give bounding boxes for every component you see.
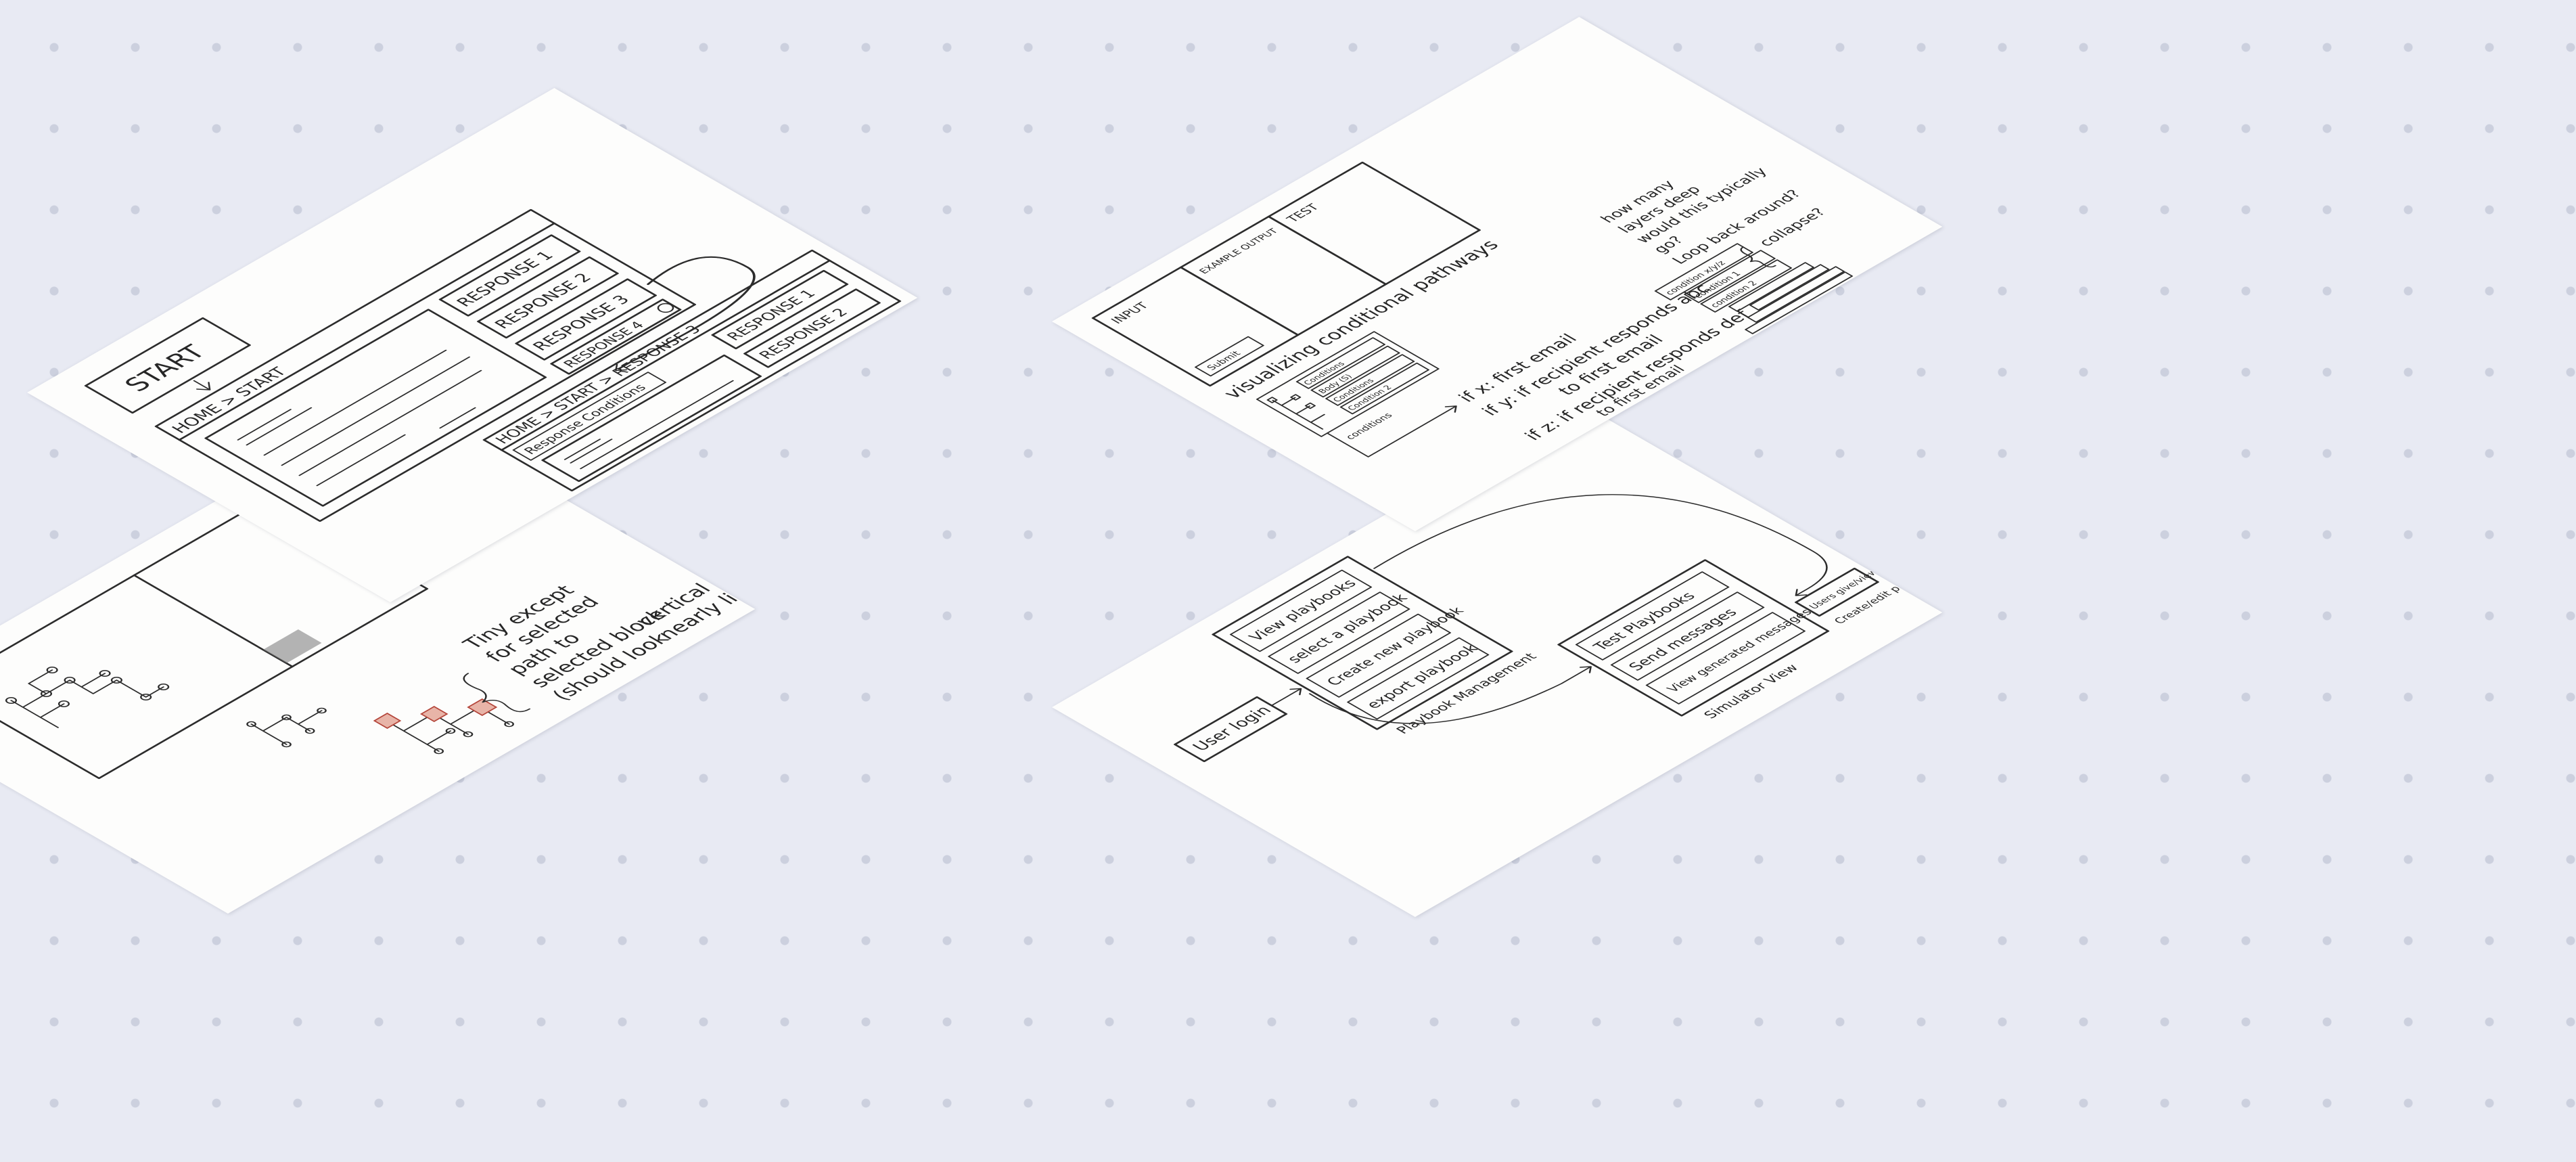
conditional-pathways-title: visualizing conditional pathways [1218,237,1504,402]
small-tree-icon [246,694,340,748]
selected-path-note: Tiny except for selected path to selecte… [457,520,755,705]
highlighted-path-tree-icon [374,679,520,763]
start-label: START [118,341,212,396]
sketch-sheet-response-flow: START HOME > START RESPONSE 1 RESPONSE 2… [27,88,917,602]
svg-text:Users give/view/edit: Users give/view/edit [1807,557,1900,610]
mini-condition-panel [1257,332,1438,437]
response-flow-drawing: START HOME > START RESPONSE 1 RESPONSE 2… [27,88,917,602]
dropdown-toggle-icon [655,302,676,314]
conditions-caption: conditions [1343,411,1395,441]
svg-text:INPUT: INPUT [1108,300,1153,326]
brace-mark [451,673,530,719]
conditional-pathways-drawing: INPUT Submit EXAMPLE OUTPUT TEST visuali… [1052,17,1942,531]
mini-tree-icon [1268,389,1339,430]
response-3-window-frame [484,250,900,491]
arrow-down-icon [188,378,216,394]
tree-diagram-icon [0,642,170,742]
sketch-sheet-conditional-pathways: INPUT Submit EXAMPLE OUTPUT TEST visuali… [1052,17,1942,531]
arrow-right-icon [1267,686,1306,709]
